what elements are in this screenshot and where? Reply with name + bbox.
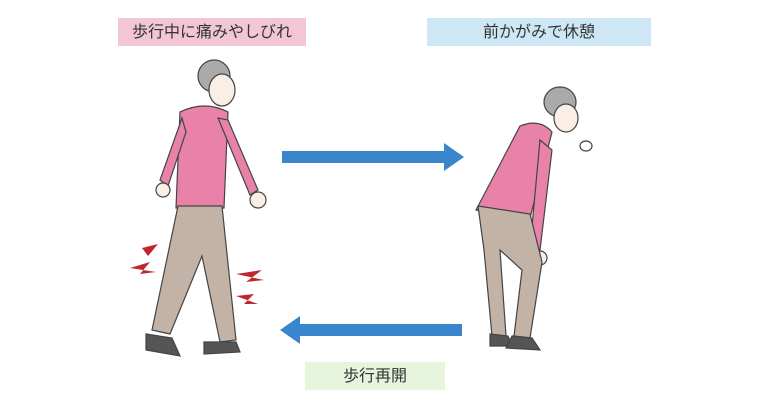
arrow-left-icon [280, 316, 462, 344]
label-bend-rest: 前かがみで休憩 [427, 18, 651, 46]
walking-woman-figure [145, 59, 267, 357]
pain-spark-icon [130, 244, 264, 304]
label-walking-pain: 歩行中に痛みやしびれ [118, 18, 306, 46]
arrow-right-icon [282, 143, 464, 171]
bending-woman-figure [475, 86, 593, 351]
label-resume-walking: 歩行再開 [305, 362, 445, 390]
